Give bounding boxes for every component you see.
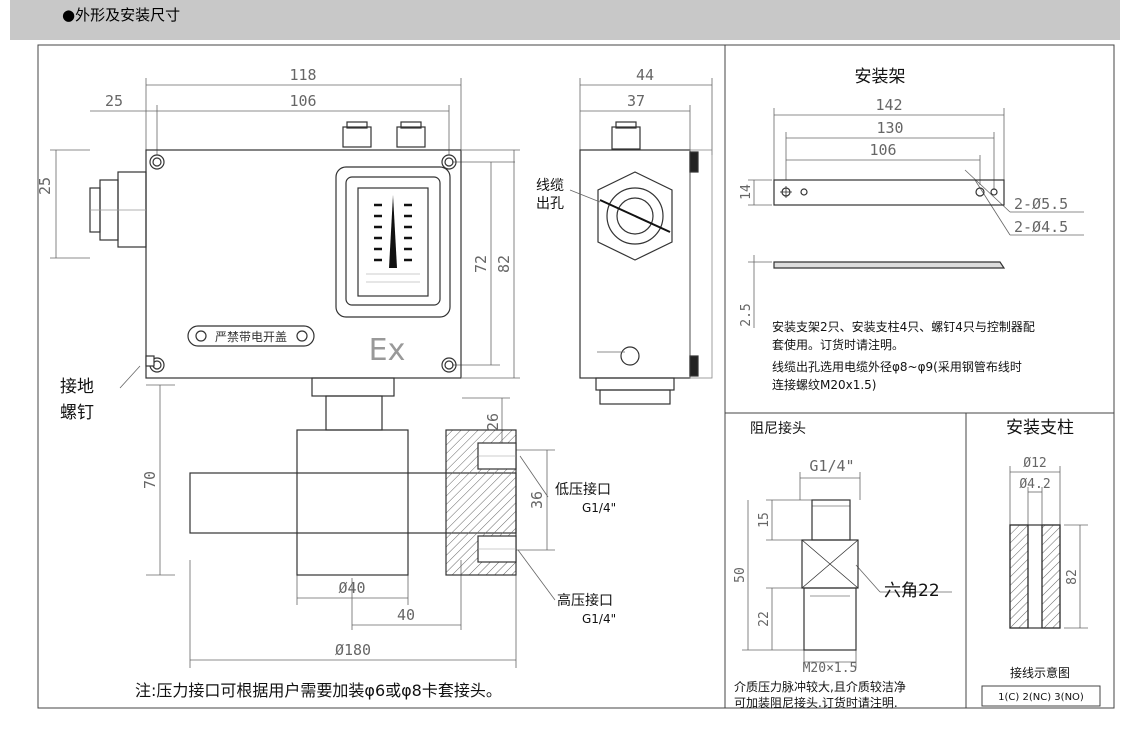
low-port-label: 低压接口 bbox=[555, 481, 611, 498]
nameplate-text: 严禁带电开盖 bbox=[215, 330, 287, 344]
dim-outer-dia: Ø180 bbox=[335, 641, 371, 659]
dim-half-width: 40 bbox=[397, 606, 415, 624]
damper-note-line2: 可加装阻尼接头.订货时请注明. bbox=[734, 695, 898, 710]
damper-drawing bbox=[742, 472, 952, 668]
bracket-drawing bbox=[748, 108, 1084, 328]
ground-label-line2: 螺钉 bbox=[60, 403, 94, 423]
hex-label: 六角22 bbox=[884, 581, 940, 601]
front-note: 注:压力接口可根据用户需要加装φ6或φ8卡套接头。 bbox=[135, 681, 502, 700]
ground-label-line1: 接地 bbox=[60, 377, 94, 397]
ex-mark: Ex bbox=[369, 333, 406, 368]
bracket-note-line3: 线缆出孔选用电缆外径φ8~φ9(采用钢管布线时 bbox=[772, 359, 1022, 374]
damper-dim-15: 15 bbox=[757, 512, 772, 528]
dim-left-offset: 25 bbox=[105, 92, 123, 110]
high-port-label: 高压接口 bbox=[557, 592, 613, 609]
column-drawing bbox=[1009, 466, 1088, 629]
hole-small-label: 2-Ø4.5 bbox=[1014, 218, 1068, 236]
column-dim-outer: Ø12 bbox=[1023, 456, 1046, 471]
column-title: 安装支柱 bbox=[1006, 418, 1074, 438]
column-dim-length: 82 bbox=[1065, 569, 1080, 585]
section-title: ●外形及安装尺寸 bbox=[62, 6, 181, 24]
dim-side-width: 44 bbox=[636, 66, 654, 84]
dim-hole-spacing: 106 bbox=[289, 92, 316, 110]
bracket-note-line2: 套使用。订货时请注明。 bbox=[772, 337, 904, 352]
damper-note-line1: 介质压力脉冲较大,且介质较洁净 bbox=[734, 679, 906, 694]
dim-side-inner-width: 37 bbox=[627, 92, 645, 110]
dim-overall-height: 82 bbox=[495, 255, 513, 273]
front-view bbox=[50, 78, 556, 668]
bracket-title: 安装架 bbox=[855, 67, 906, 87]
dim-overall-width: 118 bbox=[289, 66, 316, 84]
high-port-thread: G1/4" bbox=[582, 612, 616, 626]
dim-base-height: 70 bbox=[141, 471, 159, 489]
damper-thread-bottom: M20×1.5 bbox=[803, 661, 858, 676]
cable-label-line2: 出孔 bbox=[536, 196, 564, 212]
hole-large-label: 2-Ø5.5 bbox=[1014, 195, 1068, 213]
damper-title: 阻尼接头 bbox=[750, 420, 806, 437]
side-view bbox=[569, 78, 713, 405]
dim-bracket-106: 106 bbox=[869, 141, 896, 159]
dim-bracket-14: 14 bbox=[739, 184, 754, 200]
section-header: ●外形及安装尺寸 bbox=[10, 0, 1120, 40]
dim-port-spacing: 36 bbox=[528, 491, 546, 509]
dim-bracket-2-5: 2.5 bbox=[739, 303, 754, 326]
damper-dim-22: 22 bbox=[757, 611, 772, 627]
bracket-note-line1: 安装支架2只、安装支柱4只、螺钉4只与控制器配 bbox=[772, 319, 1035, 334]
dim-inner-dia: Ø40 bbox=[338, 579, 365, 597]
dim-hole-height: 72 bbox=[472, 255, 490, 273]
damper-thread-top: G1/4" bbox=[809, 457, 854, 475]
column-dim-inner: Ø4.2 bbox=[1019, 477, 1050, 492]
dim-vertical-offset: 25 bbox=[36, 177, 54, 195]
bracket-note-line4: 连接螺纹M20x1.5) bbox=[772, 377, 877, 392]
dim-bracket-142: 142 bbox=[875, 96, 902, 114]
wiring-terminals: 1(C) 2(NC) 3(NO) bbox=[998, 692, 1084, 703]
damper-dim-50: 50 bbox=[733, 567, 748, 583]
dim-top-port: 26 bbox=[484, 413, 502, 431]
wiring-box bbox=[981, 685, 1101, 707]
cable-label-line1: 线缆 bbox=[536, 178, 564, 194]
low-port-thread: G1/4" bbox=[582, 501, 616, 515]
drawing-frame bbox=[37, 44, 1115, 709]
wiring-title: 接线示意图 bbox=[1010, 665, 1070, 680]
dim-bracket-130: 130 bbox=[876, 119, 903, 137]
